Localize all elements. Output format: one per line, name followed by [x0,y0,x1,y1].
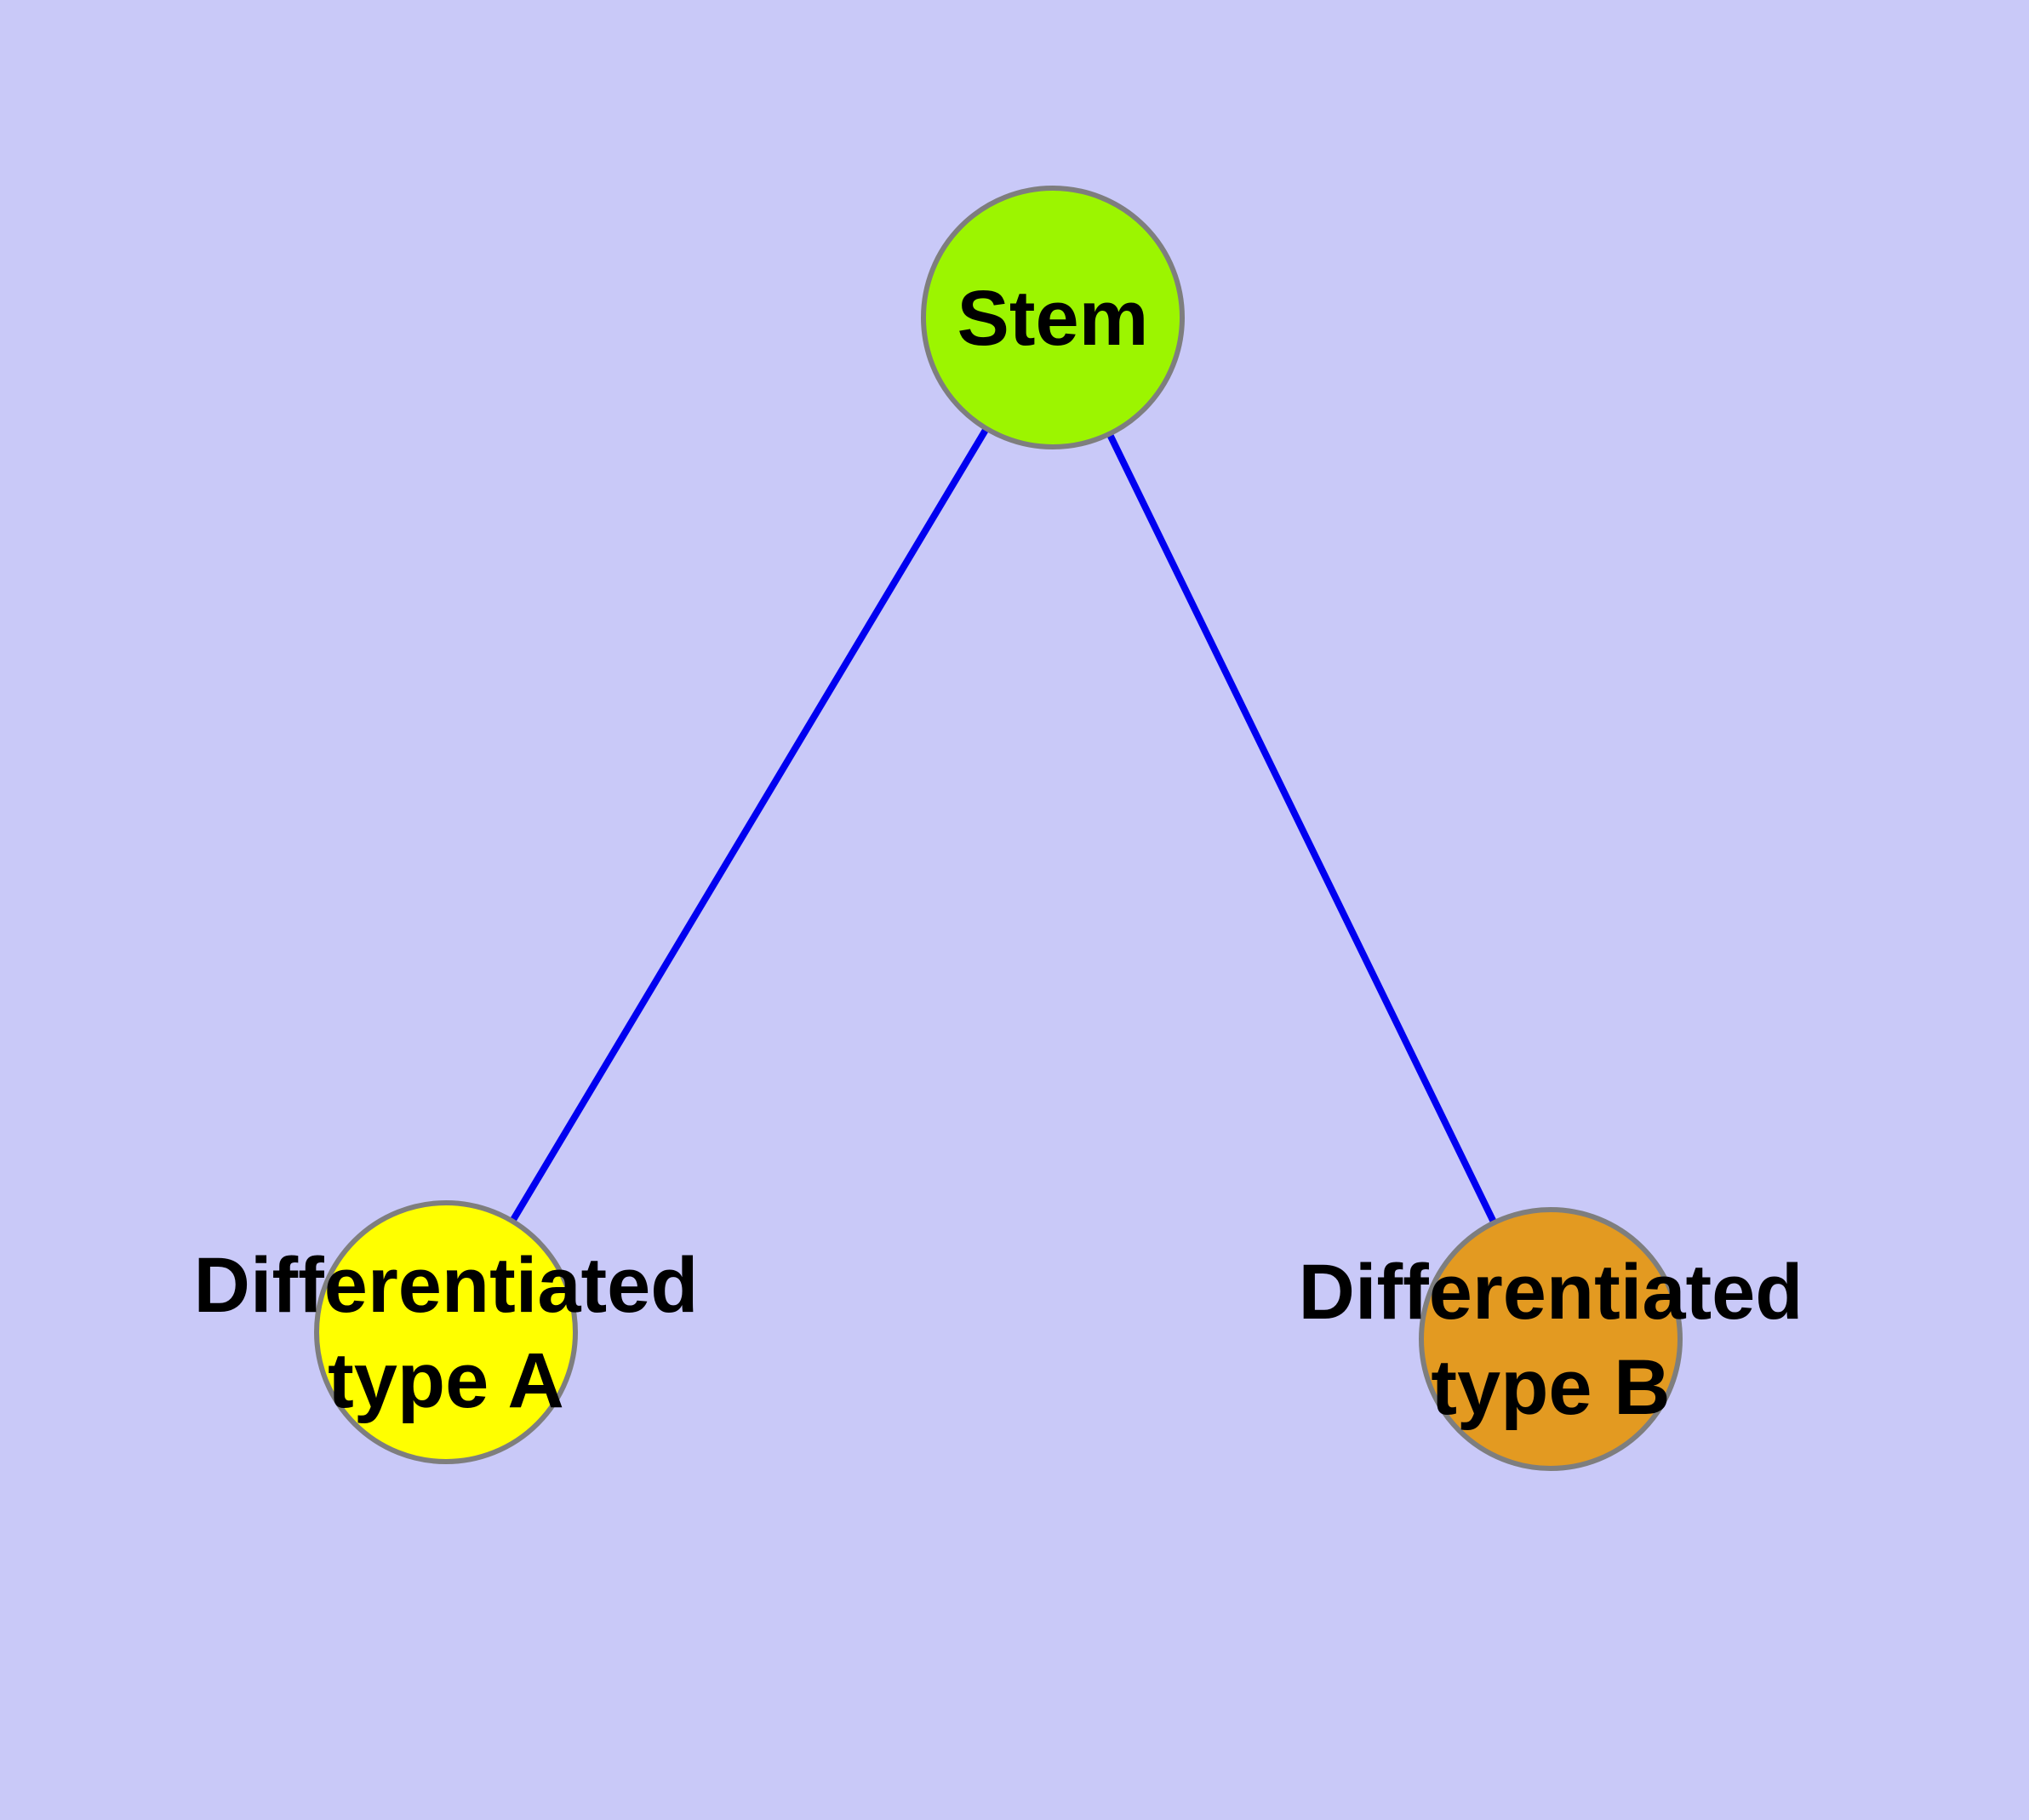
edge-stem-to-type-b [1049,316,1554,1341]
stem-node-circle [921,186,1185,449]
type-b-node-circle [1419,1207,1683,1471]
type-b-node-label-line1: Differentiated [1299,1249,1803,1336]
stem-node-label: Stem [957,275,1149,362]
type-b-node-label-line2: type B [1431,1344,1670,1431]
type-a-node-label-line1: Differentiated [194,1242,699,1329]
node-differentiated-type-b[interactable]: Differentiated type B [1299,1207,1803,1471]
type-a-node-label-line2: type A [328,1337,564,1424]
node-differentiated-type-a[interactable]: Differentiated type A [194,1200,699,1464]
edge-stem-to-type-a [443,315,1056,1335]
node-stem[interactable]: Stem [921,186,1185,449]
type-a-node-circle [314,1200,578,1464]
